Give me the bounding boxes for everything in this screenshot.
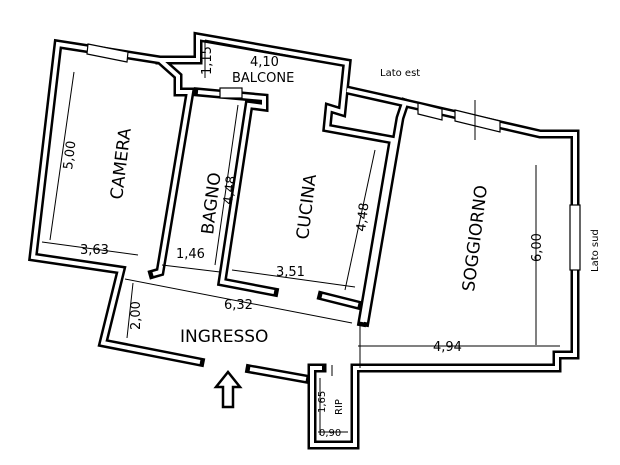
walls — [28, 31, 580, 450]
walls-core — [30, 34, 577, 447]
dim-ingresso-depth: 2,00 — [129, 301, 144, 330]
dim-camera-width: 3,63 — [80, 243, 109, 258]
dim-balcone-length: 4,10 — [250, 55, 279, 70]
orientation-south: Lato sud — [590, 229, 601, 272]
dim-cucina-length: 4,48 — [354, 202, 372, 233]
entrance-arrow-icon — [213, 369, 243, 409]
dim-bagno-width: 1,46 — [176, 247, 205, 262]
dim-soggiorno-length: 6,00 — [530, 233, 545, 262]
window-soggiorno-east-2 — [417, 102, 443, 121]
room-label-soggiorno: SOGGIORNO — [459, 184, 492, 292]
room-label-balcone: BALCONE — [232, 71, 294, 86]
room-label-ingresso: INGRESSO — [180, 327, 268, 347]
dim-soggiorno-width: 4,94 — [433, 340, 462, 355]
dim-rip-width: 0,90 — [319, 428, 341, 439]
windows — [86, 43, 581, 271]
window-bagno — [219, 87, 243, 99]
room-label-camera: CAMERA — [107, 127, 136, 201]
dim-bagno-length: 4,48 — [221, 175, 239, 206]
window-soggiorno-south — [569, 204, 581, 271]
dim-rip-length: 1,65 — [317, 391, 328, 413]
dim-camera-length: 5,00 — [61, 140, 79, 171]
window-camera — [86, 43, 129, 63]
room-label-cucina: CUCINA — [293, 173, 321, 241]
dim-balcone-depth: 1,15 — [200, 46, 215, 75]
window-soggiorno-east — [454, 109, 501, 133]
dimension-lines — [41, 39, 560, 435]
dim-ingresso-length: 6,32 — [224, 298, 253, 313]
wall-west — [28, 38, 206, 368]
orientation-east: Lato est — [380, 68, 420, 79]
dim-cucina-width: 3,51 — [276, 265, 305, 280]
room-label-ripostiglio: RIP — [334, 399, 345, 415]
